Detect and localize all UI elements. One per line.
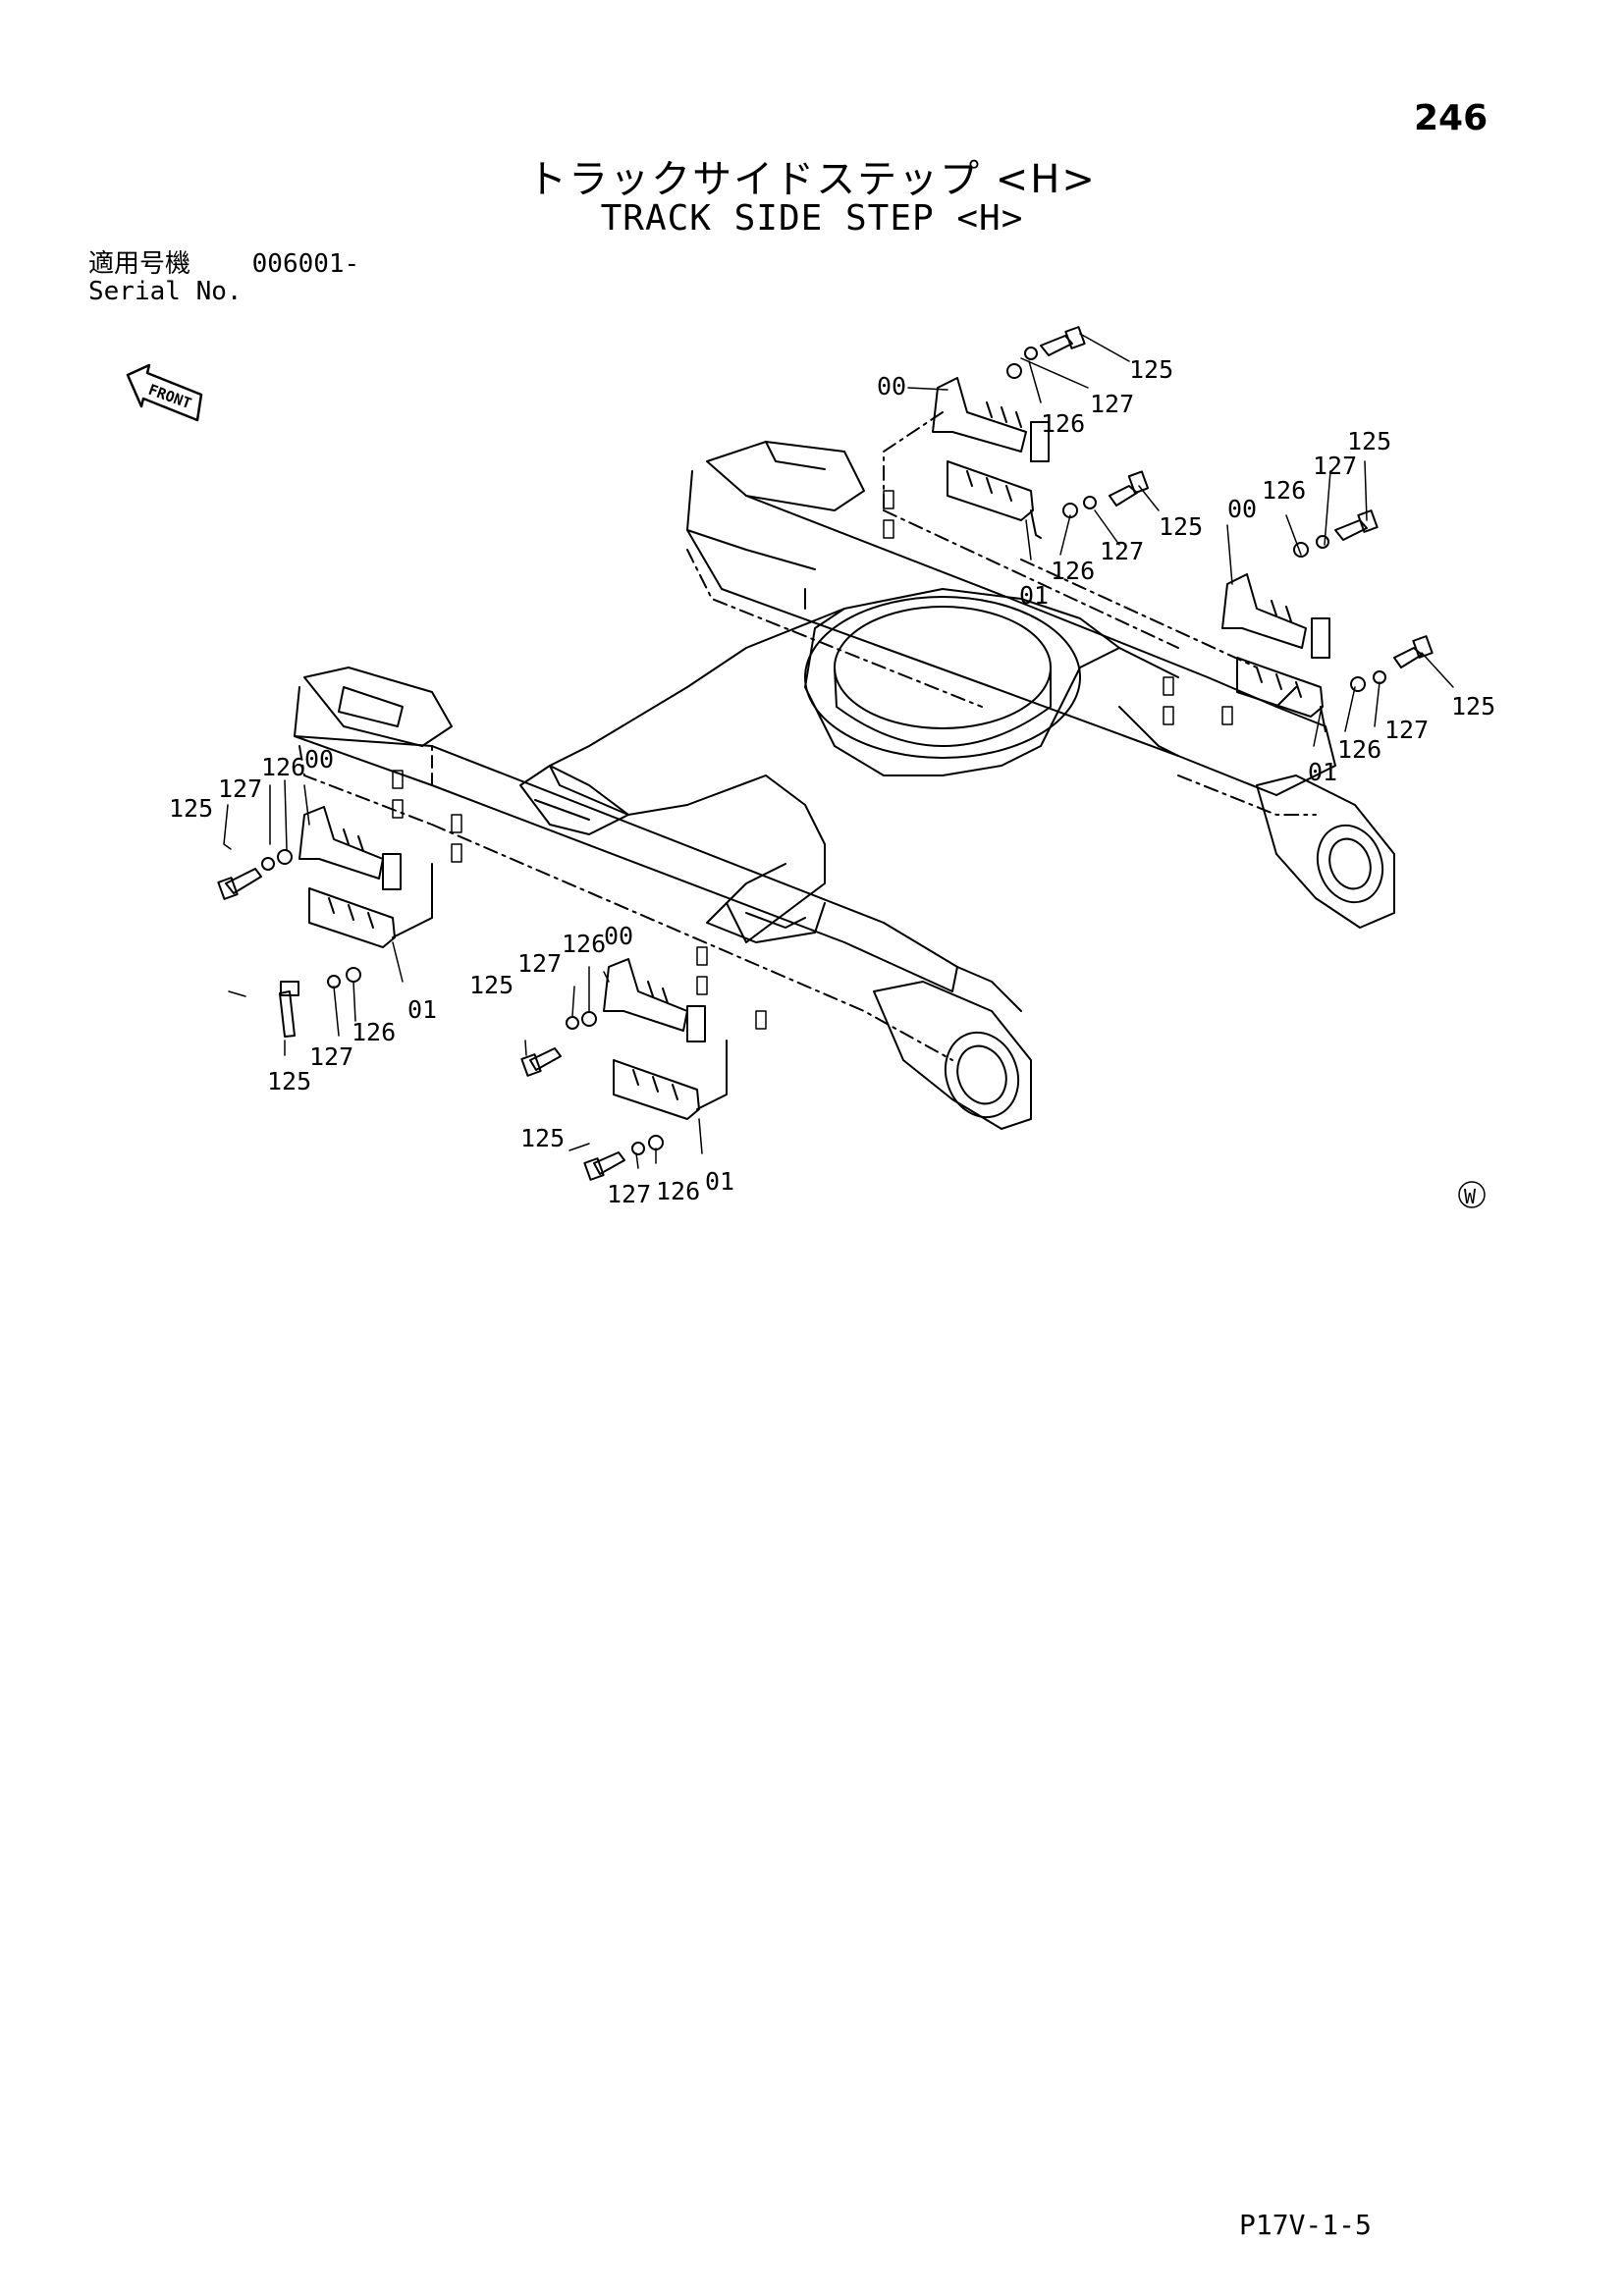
callout-125: 125	[520, 1124, 565, 1152]
callout-01: 01	[407, 995, 437, 1024]
callout-125: 125	[1451, 692, 1495, 721]
callout-01: 01	[1308, 758, 1337, 786]
callout-126: 126	[1041, 409, 1085, 438]
front-arrow-icon	[126, 363, 203, 422]
page-title-english: TRACK SIDE STEP <H>	[600, 198, 1024, 239]
callout-127: 127	[309, 1042, 353, 1071]
step-assembly-bottom	[603, 958, 728, 1120]
serial-value: 006001-	[251, 249, 360, 279]
callout-127: 127	[607, 1180, 651, 1208]
callout-127: 127	[218, 774, 262, 803]
step-assembly-top	[883, 377, 1050, 539]
bolts-and-washers	[217, 326, 1434, 1181]
callout-125: 125	[1159, 512, 1203, 541]
page-title-japanese: トラックサイドステップ <H>	[527, 157, 1097, 202]
callout-126: 126	[562, 930, 606, 958]
callout-126: 126	[656, 1177, 700, 1205]
callout-126: 126	[1051, 557, 1095, 585]
callout-125: 125	[469, 971, 514, 999]
callout-125: 125	[267, 1067, 311, 1095]
serial-number-block: 適用号機 006001- Serial No.	[88, 250, 359, 305]
callout-labels: 00 125 127 126 125 127 126 01 125 127 12…	[169, 355, 1495, 1208]
page-number: 246	[1414, 98, 1489, 138]
callout-00: 00	[877, 372, 906, 400]
callout-126: 126	[1262, 476, 1306, 505]
footer-page-code: P17V-1-5	[1239, 2209, 1372, 2241]
callout-127: 127	[1313, 452, 1357, 480]
frame-mounting-pads	[392, 490, 1233, 1030]
callout-125: 125	[1347, 427, 1391, 455]
watermark-circle-icon	[1458, 1181, 1486, 1208]
callout-127: 127	[517, 949, 562, 978]
callout-00: 00	[604, 922, 633, 950]
leader-lines	[223, 333, 1454, 1169]
callout-126: 126	[352, 1018, 396, 1046]
callout-00: 00	[304, 745, 334, 774]
callout-00: 00	[1227, 495, 1257, 523]
step-assembly-right	[1221, 573, 1330, 732]
front-arrow-label: FRONT	[146, 381, 194, 412]
callout-01: 01	[1019, 581, 1049, 610]
callout-01: 01	[705, 1167, 734, 1196]
step-assembly-left	[298, 806, 433, 948]
track-frame	[294, 441, 1395, 1130]
callout-126: 126	[261, 753, 305, 781]
callout-127: 127	[1090, 390, 1134, 418]
watermark-letter: W	[1464, 1185, 1477, 1208]
callout-125: 125	[1129, 355, 1173, 384]
serial-label-english: Serial No.	[88, 277, 243, 306]
callout-127: 127	[1100, 537, 1144, 565]
callout-126: 126	[1337, 735, 1381, 764]
callout-125: 125	[169, 794, 213, 823]
serial-label-japanese: 適用号機	[88, 249, 191, 279]
callout-127: 127	[1384, 716, 1429, 744]
